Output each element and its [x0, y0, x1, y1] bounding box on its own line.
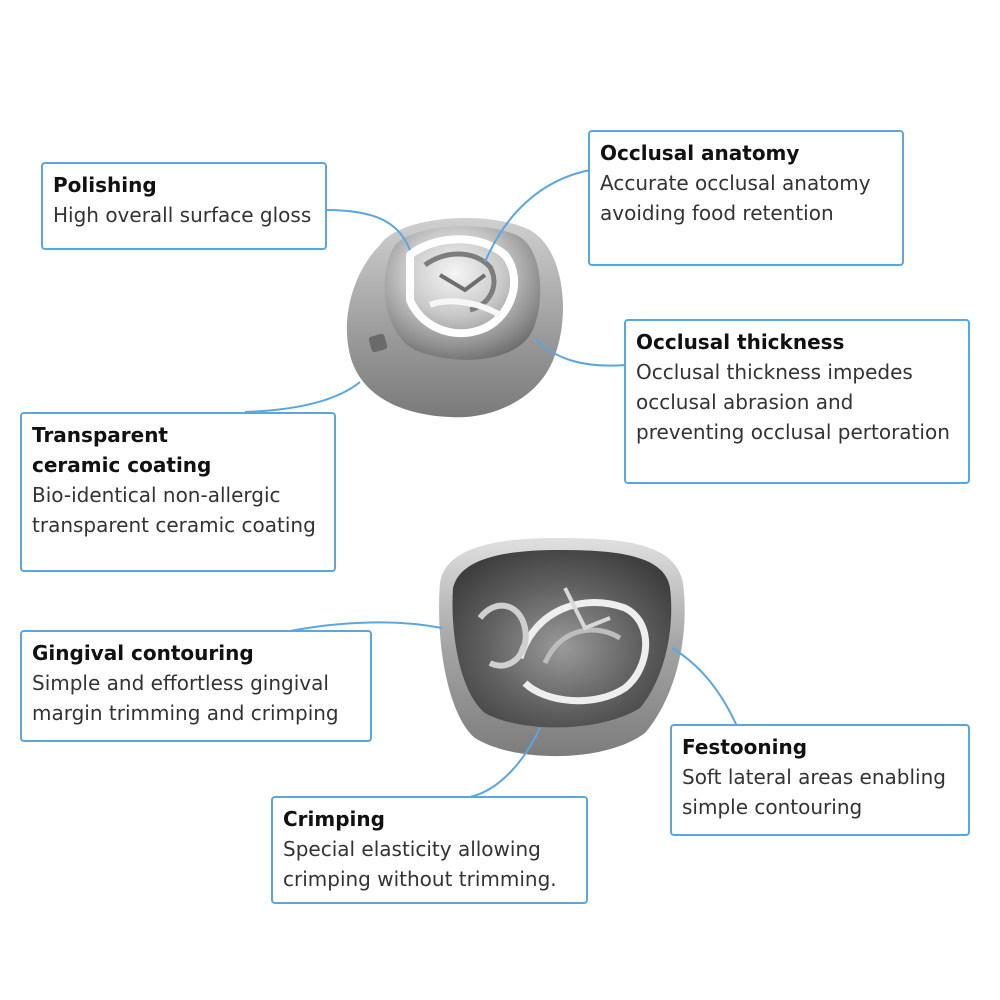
polishing-description: High overall surface gloss [53, 203, 312, 227]
leader-occlusal-thickness [534, 337, 627, 367]
leader-festooning [671, 647, 737, 725]
crown-interior-view [439, 538, 685, 757]
occlusal-anatomy-description: Accurate occlusal anatomy avoiding food … [600, 171, 871, 225]
callout-ceramic-coating: Transparent ceramic coating Bio-identica… [20, 412, 336, 572]
leader-crimping [469, 727, 541, 798]
leader-ceramic-coating [244, 381, 361, 413]
polishing-title: Polishing [53, 173, 157, 197]
callout-occlusal-anatomy: Occlusal anatomy Accurate occlusal anato… [588, 130, 904, 266]
occlusal-thickness-title: Occlusal thickness [636, 330, 845, 354]
occlusal-anatomy-title: Occlusal anatomy [600, 141, 800, 165]
crimping-title: Crimping [283, 807, 385, 831]
leader-polishing [325, 209, 411, 251]
callout-crimping: Crimping Special elasticity allowing cri… [271, 796, 588, 904]
occlusal-thickness-description: Occlusal thickness impedes occlusal abra… [636, 360, 950, 444]
callout-occlusal-thickness: Occlusal thickness Occlusal thickness im… [624, 319, 970, 484]
leader-occlusal-anatomy [484, 169, 591, 263]
callout-polishing: Polishing High overall surface gloss [41, 162, 327, 250]
leader-gingival-contouring [284, 621, 443, 633]
crown-occlusal-view [346, 218, 563, 418]
ceramic-coating-description: Bio-identical non-allergic transparent c… [32, 483, 316, 537]
gingival-contouring-title: Gingival contouring [32, 641, 254, 665]
callout-festooning: Festooning Soft lateral areas enabling s… [670, 724, 970, 836]
festooning-description: Soft lateral areas enabling simple conto… [682, 765, 946, 819]
crimping-description: Special elasticity allowing crimping wit… [283, 837, 557, 891]
ceramic-coating-title: Transparent ceramic coating [32, 423, 212, 477]
gingival-contouring-description: Simple and effortless gingival margin tr… [32, 671, 339, 725]
festooning-title: Festooning [682, 735, 808, 759]
callout-gingival-contouring: Gingival contouring Simple and effortles… [20, 630, 372, 742]
